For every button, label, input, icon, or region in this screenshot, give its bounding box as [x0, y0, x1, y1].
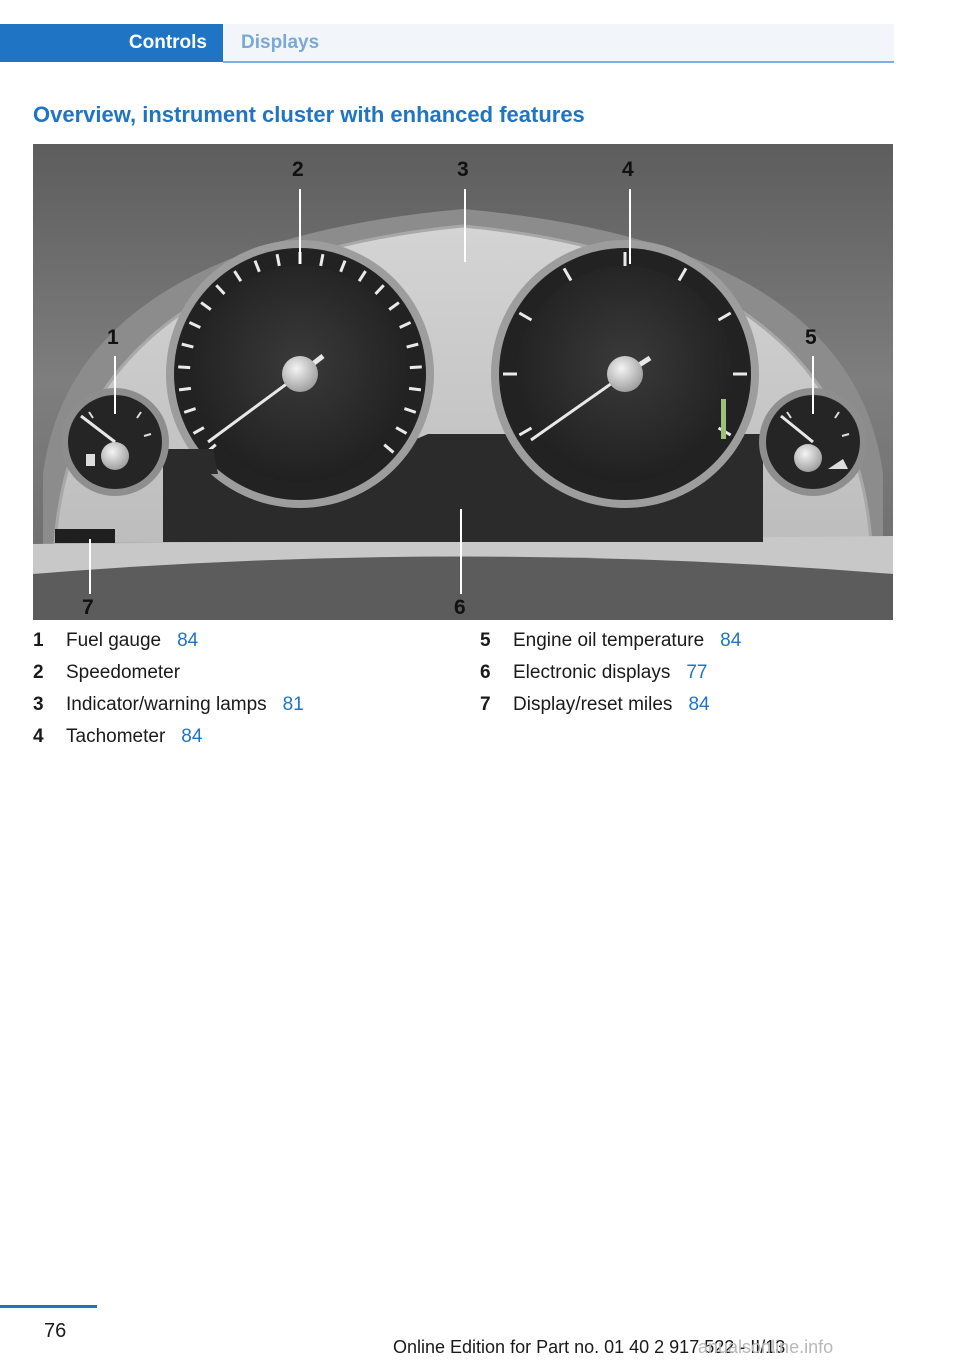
page-reference-link[interactable]: 77	[686, 662, 708, 683]
legend-number: 5	[480, 630, 491, 651]
legend-item: 5 Engine oil temperature 84	[480, 630, 741, 662]
page-number: 76	[44, 1320, 67, 1342]
tab-underline	[223, 61, 894, 63]
legend-label: Electronic displays	[513, 662, 671, 683]
oil-temperature-gauge	[759, 388, 867, 496]
callout-2: 2	[292, 158, 304, 181]
legend-label: Speedometer	[66, 662, 181, 683]
legend-number: 6	[480, 662, 491, 683]
legend-label: Indicator/warning lamps	[66, 694, 267, 715]
callout-1: 1	[107, 326, 119, 349]
dial-tick	[188, 321, 201, 329]
legend-item: 1 Fuel gauge 84	[33, 630, 304, 662]
legend-item: 4 Tachometer 84	[33, 726, 304, 758]
dial-tick	[275, 253, 281, 267]
legend-number: 4	[33, 726, 44, 747]
dial-tick	[233, 270, 243, 283]
legend-number: 3	[33, 694, 44, 715]
legend-item: 2 Speedometer	[33, 662, 304, 694]
legend-label: Display/reset miles	[513, 694, 673, 715]
dial-tick	[200, 301, 212, 311]
legend-left: 1 Fuel gauge 84 2 Speedometer 3 Indicato…	[33, 630, 304, 758]
dial-tick	[183, 407, 197, 414]
page-reference-link[interactable]: 84	[720, 630, 742, 651]
dial-tick	[178, 386, 192, 392]
dial-tick	[406, 342, 419, 349]
reset-button	[55, 529, 115, 543]
dial-tick	[395, 426, 408, 435]
legend-label: Engine oil temperature	[513, 630, 705, 651]
tab-displays[interactable]: Displays	[223, 24, 894, 62]
callout-4: 4	[622, 158, 634, 181]
legend-number: 7	[480, 694, 491, 715]
dial-tick	[374, 284, 385, 296]
dial-tick	[253, 260, 261, 273]
dial-tick	[409, 365, 422, 370]
dial-tick	[677, 267, 688, 282]
page-reference-link[interactable]: 84	[181, 726, 203, 747]
page-reference-link[interactable]: 81	[282, 694, 304, 715]
dial-tick	[403, 407, 417, 414]
dial-tick	[388, 301, 400, 311]
callout-5: 5	[805, 326, 817, 349]
footer-accent-bar	[0, 1305, 97, 1308]
fuel-gauge	[61, 388, 169, 496]
dial-tick	[518, 311, 533, 322]
dial-tick	[383, 443, 395, 454]
legend-item: 6 Electronic displays 77	[480, 662, 741, 694]
section-title: Overview, instrument cluster with enhanc…	[33, 102, 585, 127]
dial-tick	[181, 342, 194, 349]
callout-3: 3	[457, 158, 469, 181]
legend-item: 7 Display/reset miles 84	[480, 694, 741, 726]
dial-tick	[357, 270, 367, 283]
dial-tick	[408, 386, 422, 392]
dial-tick	[178, 365, 191, 370]
dial-tick	[215, 284, 226, 296]
callout-6: 6	[454, 596, 466, 619]
instrument-cluster-illustration: 2 3 4 1 5 6 7	[33, 144, 893, 620]
dial-tick	[339, 260, 347, 273]
callout-7: 7	[82, 596, 94, 619]
page-reference-link[interactable]: 84	[688, 694, 710, 715]
legend-item: 3 Indicator/warning lamps 81	[33, 694, 304, 726]
speedometer-dial	[166, 240, 434, 508]
dial-tick	[399, 321, 412, 329]
footer-watermark: anualsonline.info	[698, 1337, 834, 1357]
header-tabbar: Controls Displays	[0, 24, 894, 63]
dial-tick	[192, 426, 205, 435]
dial-tick	[319, 253, 325, 267]
tachometer-dial	[491, 240, 759, 508]
page-reference-link[interactable]: 84	[177, 630, 199, 651]
legend-number: 2	[33, 662, 44, 683]
legend-label: Tachometer	[66, 726, 166, 747]
dial-tick	[717, 311, 732, 322]
footer-edition: Online Edition for Part no. 01 40 2 917 …	[393, 1337, 786, 1357]
legend-right: 5 Engine oil temperature 84 6 Electronic…	[480, 630, 741, 726]
dial-tick	[518, 426, 533, 437]
legend-label: Fuel gauge	[66, 630, 162, 651]
dial-tick	[562, 267, 573, 282]
tab-controls[interactable]: Controls	[0, 24, 223, 62]
legend-number: 1	[33, 630, 44, 651]
